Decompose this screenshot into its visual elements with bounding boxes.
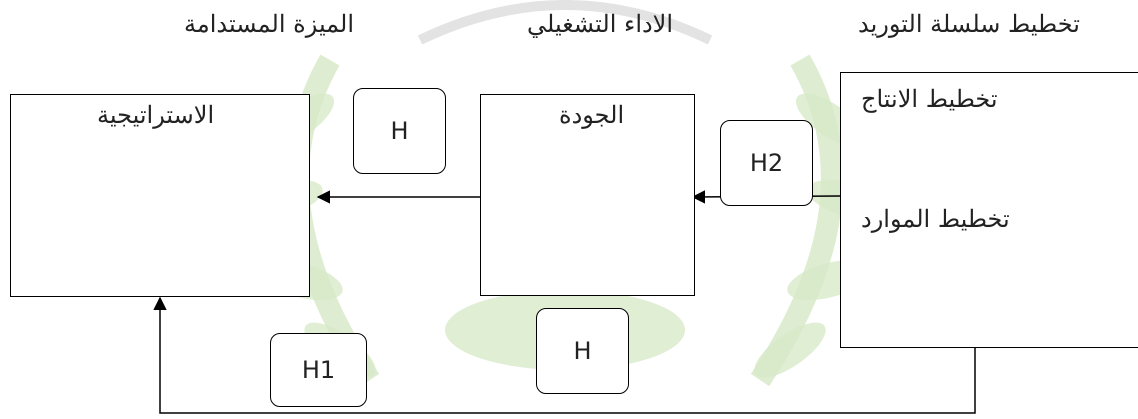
strategy-label: الاستراتيجية <box>97 101 215 129</box>
hypothesis-h-top: H <box>353 88 446 174</box>
header-sustainable-advantage: الميزة المستدامة <box>184 10 355 38</box>
strategy-box: الاستراتيجية <box>10 94 310 297</box>
hypothesis-h-bottom: H <box>536 308 629 394</box>
hypothesis-h2: H2 <box>720 120 813 206</box>
production-planning-label: تخطيط الانتاج <box>861 85 998 113</box>
supply-chain-box: تخطيط الانتاج تخطيط الموارد <box>840 72 1138 348</box>
quality-label: الجودة <box>559 101 625 129</box>
resource-planning-label: تخطيط الموارد <box>861 205 1010 233</box>
header-operational-performance: الاداء التشغيلي <box>527 10 674 38</box>
header-supply-chain-planning: تخطيط سلسلة التوريد <box>858 10 1080 38</box>
hypothesis-h1: H1 <box>270 333 367 407</box>
arrow-supply-to-strategy <box>153 296 976 414</box>
quality-box: الجودة <box>480 94 695 296</box>
